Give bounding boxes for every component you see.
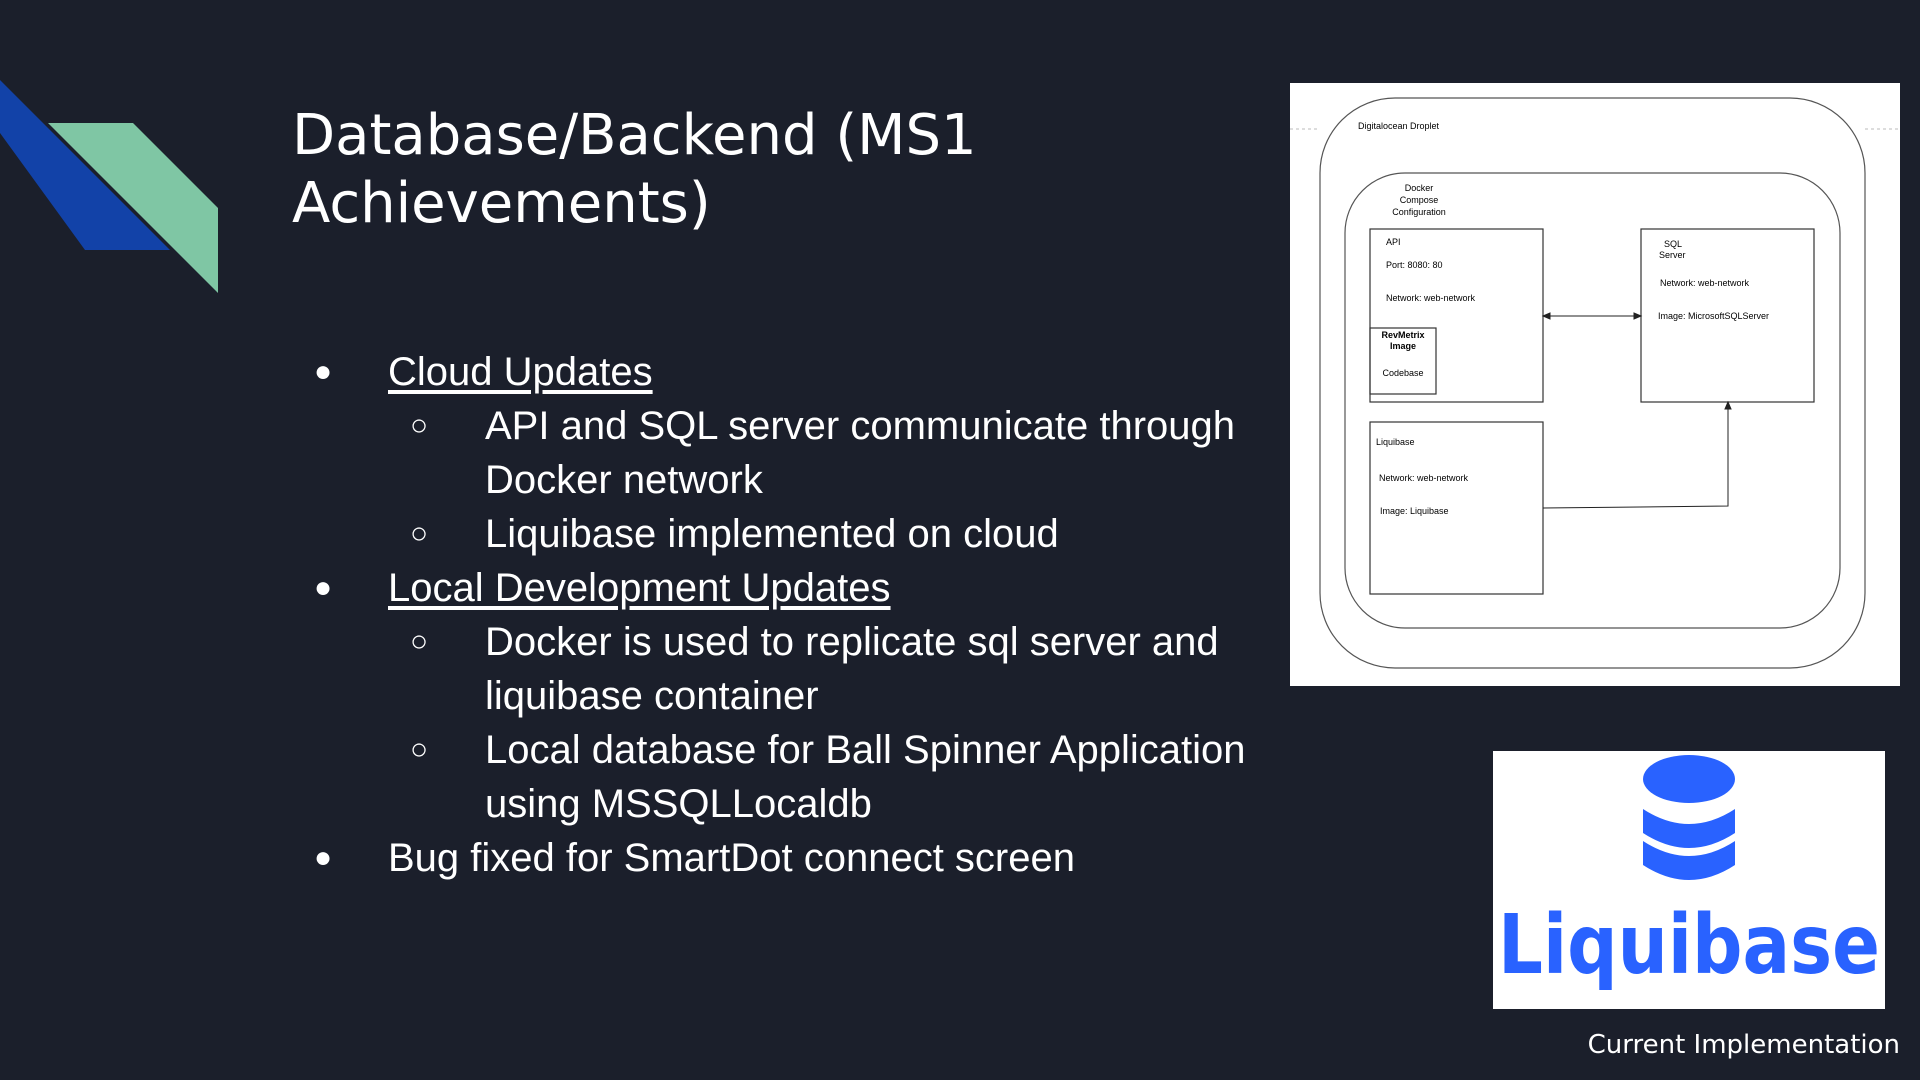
list-item: ○ Local database for Ball Spinner Applic… (310, 723, 1270, 831)
codebase-label: Codebase (1382, 368, 1423, 378)
bullet-marker: ○ (410, 625, 429, 658)
liquibase-logo: Liquibase (1493, 751, 1885, 1009)
image-caption: Current Implementation (1587, 1030, 1900, 1060)
api-title: API (1386, 237, 1401, 247)
image-box-title: RevMetrix (1381, 330, 1424, 340)
image-box (1369, 327, 1437, 395)
droplet-label: Digitalocean Droplet (1358, 121, 1440, 131)
list-item: ● Local Development Updates (310, 561, 1270, 615)
list-item: ○ Docker is used to replicate sql server… (310, 615, 1270, 723)
api-port: Port: 8080: 80 (1386, 260, 1443, 270)
bullet-list: ● Cloud Updates ○ API and SQL server com… (310, 345, 1270, 885)
bullet-text: Bug fixed for SmartDot connect screen (388, 836, 1075, 880)
droplet-frame (1319, 97, 1866, 669)
bullet-marker: ● (314, 571, 333, 604)
list-item: ○ API and SQL server communicate through… (310, 399, 1270, 507)
bullet-marker: ○ (410, 733, 429, 766)
sql-image: Image: MicrosoftSQLServer (1658, 311, 1769, 321)
liquibase-image: Image: Liquibase (1380, 506, 1449, 516)
list-item: ● Bug fixed for SmartDot connect screen (310, 831, 1270, 885)
accent-stripes (0, 80, 218, 293)
list-item: ● Cloud Updates (310, 345, 1270, 399)
blue-stripe (0, 80, 170, 250)
liquibase-network: Network: web-network (1379, 473, 1469, 483)
bullet-marker: ● (314, 355, 333, 388)
liquibase-title: Liquibase (1376, 437, 1415, 447)
sql-network: Network: web-network (1660, 278, 1750, 288)
compose-label: Docker (1405, 183, 1434, 193)
sql-title: Server (1659, 250, 1686, 260)
bullet-marker: ○ (410, 409, 429, 442)
compose-frame (1344, 172, 1841, 629)
bullet-text: API and SQL server communicate through D… (485, 404, 1235, 502)
list-item: ○ Liquibase implemented on cloud (310, 507, 1270, 561)
bullet-marker: ○ (410, 517, 429, 550)
compose-label: Configuration (1392, 207, 1446, 217)
compose-label: Compose (1400, 195, 1439, 205)
bullet-text: Local Development Updates (388, 566, 891, 610)
image-box-title: Image (1390, 341, 1416, 351)
bullet-text: Local database for Ball Spinner Applicat… (485, 728, 1246, 826)
liquibase-sql-connector (1542, 400, 1732, 509)
sql-title: SQL (1664, 239, 1682, 249)
api-sql-connector (1541, 312, 1643, 320)
green-stripe (48, 123, 218, 293)
logo-wordmark: Liquibase (1498, 898, 1880, 993)
bullet-text: Docker is used to replicate sql server a… (485, 620, 1219, 718)
database-stack-icon (1643, 755, 1735, 880)
api-network: Network: web-network (1386, 293, 1476, 303)
bullet-text: Liquibase implemented on cloud (485, 512, 1059, 556)
architecture-diagram: Digitalocean Droplet Docker Compose Conf… (1290, 83, 1900, 686)
slide-title: Database/Backend (MS1 Achievements) (292, 103, 977, 236)
bullet-text: Cloud Updates (388, 350, 653, 394)
bullet-marker: ● (314, 841, 333, 874)
